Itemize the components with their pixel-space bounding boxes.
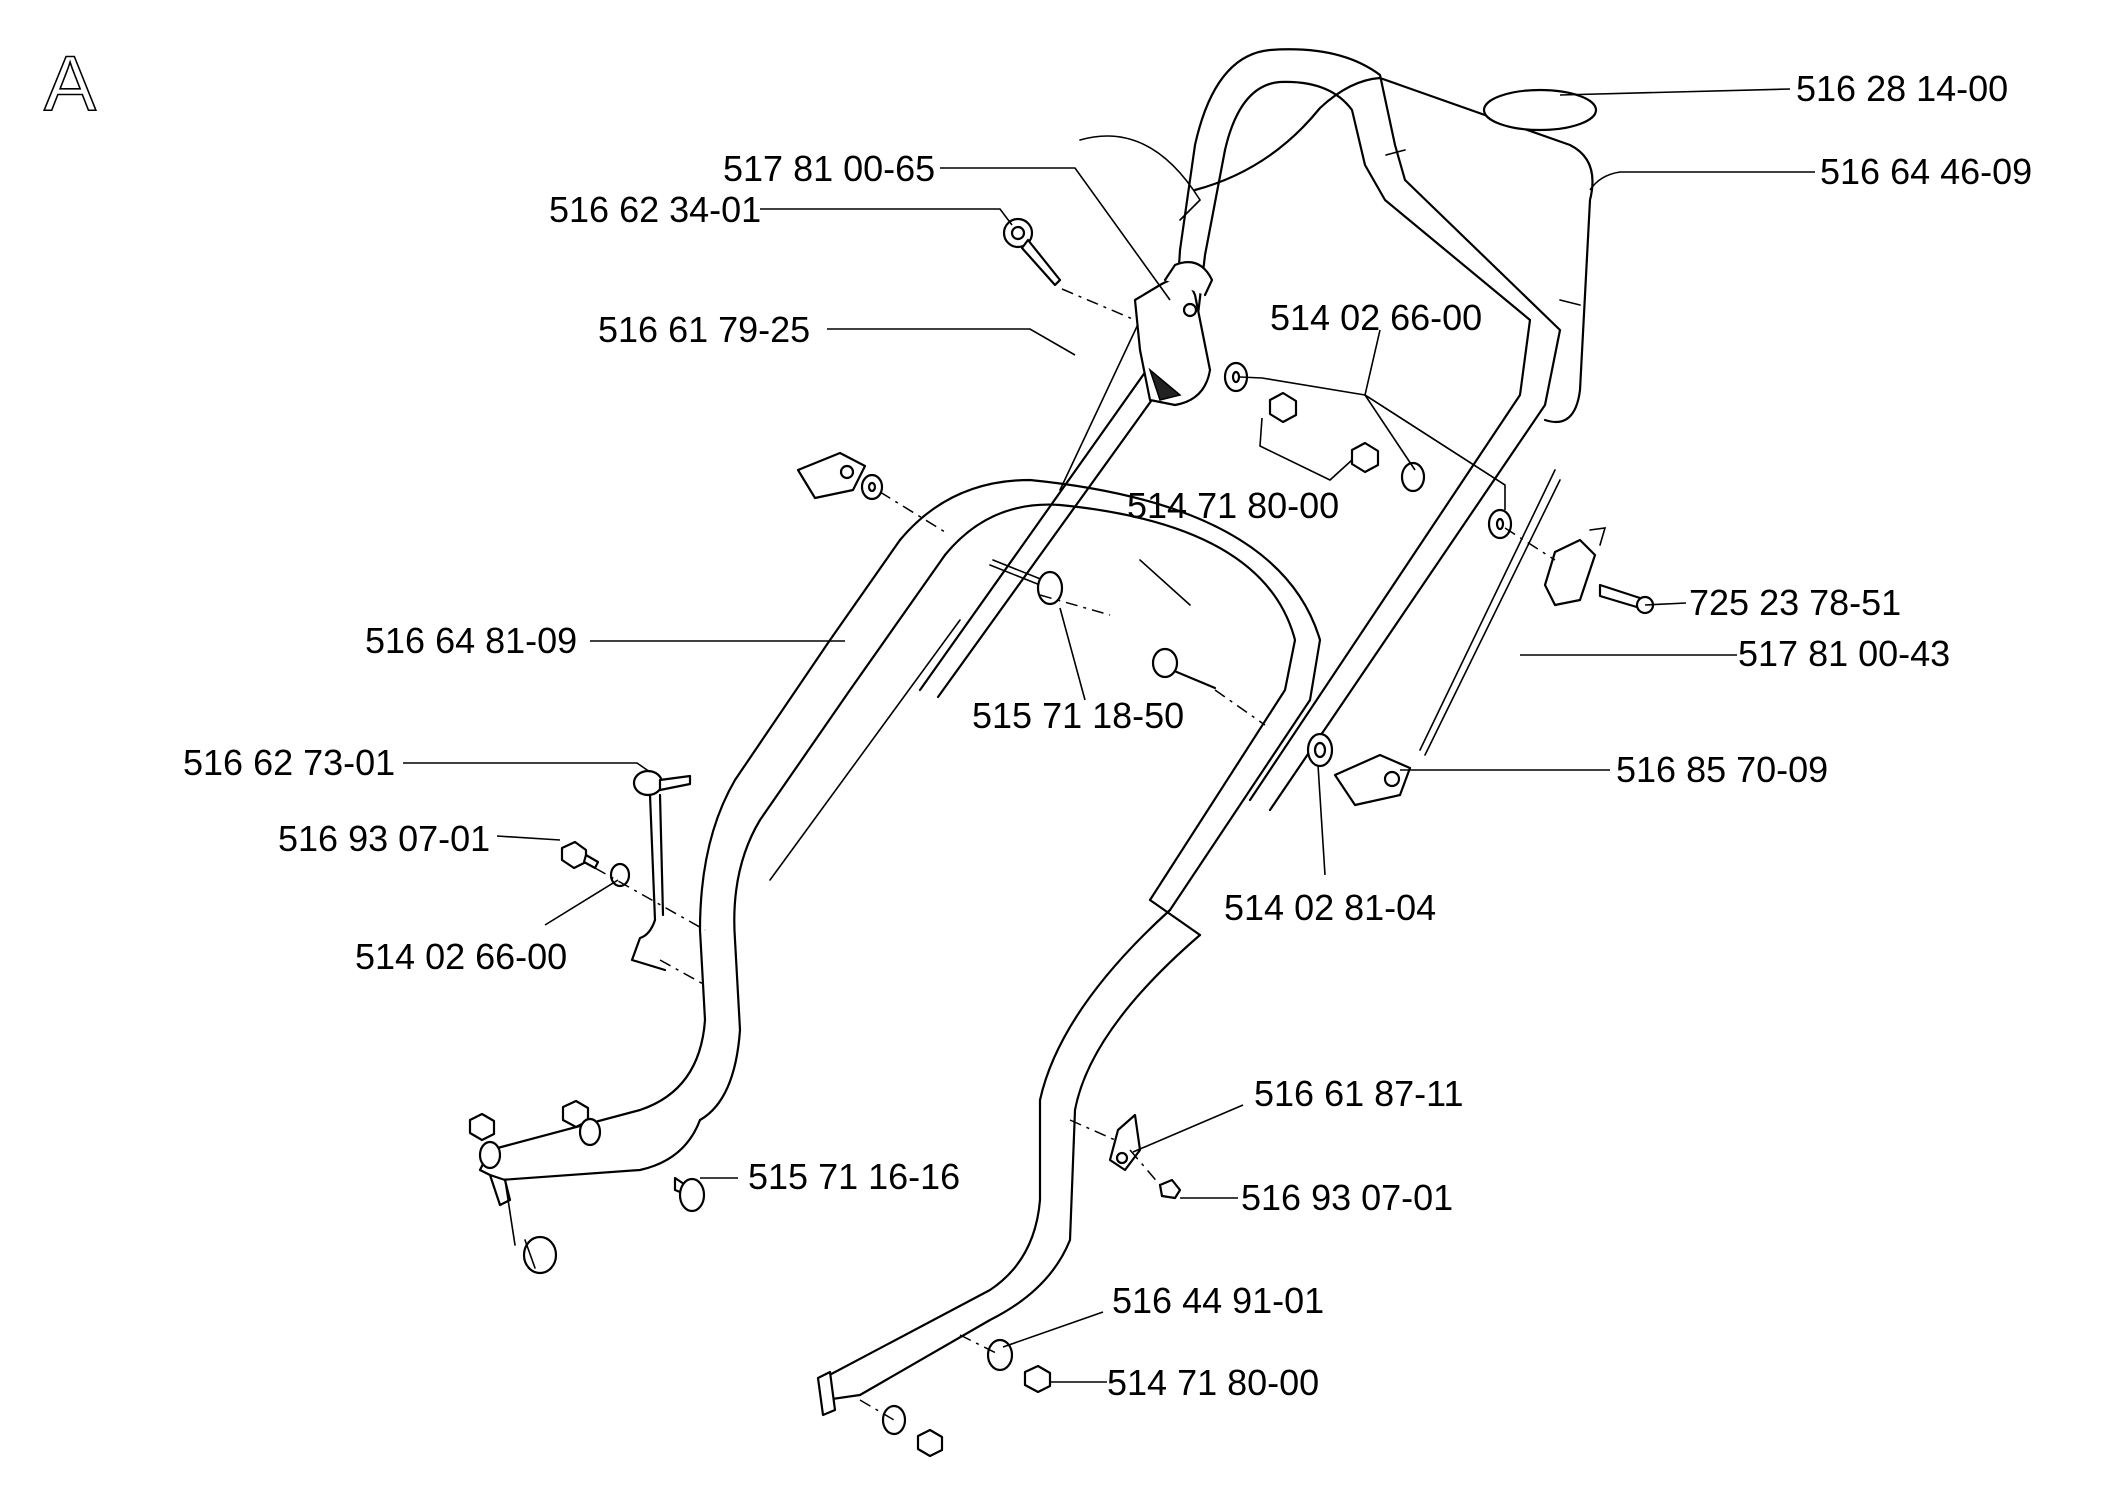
label-516-61-79-25: 516 61 79-25 (598, 309, 810, 350)
label-516-44-91-01: 516 44 91-01 (1112, 1280, 1324, 1321)
right-bracket-part (1108, 1113, 1182, 1200)
lower-handle (478, 478, 1322, 1402)
label-514-02-81-04: 514 02 81-04 (1224, 887, 1436, 928)
bottom-right-fasteners (816, 1338, 1052, 1458)
control-lever-part (1133, 261, 1214, 407)
label-516-93-07-01-left: 516 93 07-01 (278, 818, 490, 859)
label-516-62-34-01: 516 62 34-01 (549, 189, 761, 230)
label-516-64-46-09: 516 64 46-09 (1820, 151, 2032, 192)
label-516-62-73-01: 516 62 73-01 (183, 742, 395, 783)
washer-nut-group-top (1223, 361, 1513, 540)
control-cables (769, 135, 1561, 881)
label-514-71-80-00-bottom: 514 71 80-00 (1107, 1362, 1319, 1403)
section-letter: A (44, 39, 96, 127)
carriage-bolt-middle-part (989, 559, 1217, 690)
label-516-64-81-09: 516 64 81-09 (365, 620, 577, 661)
label-515-71-18-50: 515 71 18-50 (972, 695, 1184, 736)
bottom-left-fasteners (468, 1099, 706, 1275)
upper-handle (918, 48, 1594, 812)
label-516-85-70-09: 516 85 70-09 (1616, 749, 1828, 790)
cable-clamp-part (1543, 527, 1655, 615)
part-number-labels: 516 28 14-00 516 64 46-09 517 81 00-65 5… (183, 68, 2032, 1403)
label-514-02-66-00-left: 514 02 66-00 (355, 936, 567, 977)
assembly-axes (594, 288, 1556, 1421)
grip-cover-part (1482, 88, 1598, 132)
bolt-washer-left-part (560, 840, 631, 888)
label-516-93-07-01-right: 516 93 07-01 (1241, 1177, 1453, 1218)
label-514-02-66-00-top: 514 02 66-00 (1270, 297, 1482, 338)
label-514-71-80-00-top: 514 71 80-00 (1127, 485, 1339, 526)
knob-top-left-part (796, 451, 884, 501)
eye-bolt-left-part (630, 769, 692, 972)
label-725-23-78-51: 725 23 78-51 (1689, 582, 1901, 623)
eye-bolt-top-part (1002, 217, 1062, 287)
label-517-81-00-43: 517 81 00-43 (1738, 633, 1950, 674)
label-516-61-87-11: 516 61 87-11 (1254, 1073, 1464, 1114)
label-517-81-00-65: 517 81 00-65 (723, 148, 935, 189)
label-516-28-14-00: 516 28 14-00 (1796, 68, 2008, 109)
leader-lines (403, 88, 1815, 1383)
label-515-71-16-16: 515 71 16-16 (748, 1156, 960, 1197)
knob-right-part (1306, 732, 1412, 807)
